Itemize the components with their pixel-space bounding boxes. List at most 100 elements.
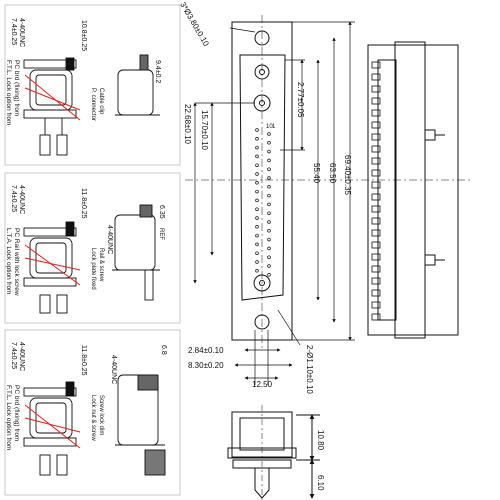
contact-tooth xyxy=(371,145,381,153)
panel-3-size: 11.8±0.25 xyxy=(80,345,87,376)
pin-hole xyxy=(267,132,271,136)
panel-3-side-note-2: Screw lock dim xyxy=(98,395,104,435)
contact-tooth xyxy=(371,313,381,321)
pin-hole xyxy=(255,216,259,220)
contact-tooth xyxy=(371,229,381,237)
contact-tooth xyxy=(371,217,381,225)
left-panels: 7.4±0.25 4-40UNC 10.8±0.25 F.T.L. Lock o… xyxy=(4,4,181,496)
panel-2-size: 11.8±0.25 xyxy=(80,188,87,219)
contact-tooth xyxy=(371,85,381,93)
dim-holes: 3*Ø3.80±0.10 xyxy=(178,1,211,49)
panel-1-red-line xyxy=(24,74,81,121)
panel-1-note-1: F.T.L. Lock option from xyxy=(5,60,12,125)
dimension-lines xyxy=(193,21,355,385)
panel-3-note-2: PC brd (fixing) from xyxy=(13,385,20,441)
pin-hole xyxy=(255,181,259,185)
pin-hole xyxy=(255,242,259,247)
panel-2-side-dim-1: 6.35 xyxy=(158,205,165,219)
dim-span-55: 55.40 xyxy=(312,163,321,184)
panel-2-note-1: L.T.A. Lock option from xyxy=(5,228,12,294)
panel-3: 7.4±0.25 4-40UNC 11.8±0.25 F.T.L. Lock o… xyxy=(5,342,167,476)
panel-frame-3 xyxy=(4,329,181,496)
contact-tooth xyxy=(371,265,381,273)
contact-tooth xyxy=(371,121,381,129)
panel-3-nut: 7.4±0.25 xyxy=(10,342,17,369)
front-shell xyxy=(239,54,286,301)
pin-hole xyxy=(267,246,271,251)
pin-hole xyxy=(267,255,271,259)
pin-hole xyxy=(255,260,259,264)
pin-hole xyxy=(267,220,271,224)
dim-body-width: 22.68±0.10 xyxy=(183,104,192,145)
contact-tooth xyxy=(371,169,381,177)
panel-2-red-line-2 xyxy=(24,257,81,271)
pin-hole xyxy=(255,225,259,229)
side-teeth xyxy=(371,61,381,321)
panel-3-red-line-2 xyxy=(24,417,81,433)
panel-1-side-dim: 9.4±0.2 xyxy=(154,60,161,83)
contact-tooth xyxy=(371,241,381,249)
dim-pin-dia: 2-Ø1.10±0.10 xyxy=(305,345,314,394)
contact-tooth xyxy=(371,301,381,309)
pin-label-10: 10 xyxy=(266,124,273,130)
dim-bottom-width: 12.50 xyxy=(252,380,273,389)
panel-2-red-line xyxy=(24,244,81,286)
contact-tooth xyxy=(371,97,381,105)
panel-3-note-1: F.T.L. Lock option from xyxy=(5,385,12,450)
pin-hole xyxy=(255,163,259,167)
pin-hole xyxy=(267,158,271,163)
contact-tooth xyxy=(371,289,381,297)
contact-tooth xyxy=(371,205,381,213)
panel-1-nut: 7.4±0.25 xyxy=(10,18,17,45)
pin-hole xyxy=(267,229,271,233)
panel-1-thread: 4-40UNC xyxy=(18,18,25,47)
panel-1: 7.4±0.25 4-40UNC 10.8±0.25 F.T.L. Lock o… xyxy=(5,18,161,156)
pin-hole xyxy=(255,128,259,132)
coax-a3-inner xyxy=(259,280,265,286)
panel-3-connector xyxy=(23,381,77,476)
panel-2-side-note-2: Rail & screw xyxy=(98,248,104,282)
panel-3-side xyxy=(115,374,166,476)
panel-2-side-dim-2: REF xyxy=(158,228,164,240)
panel-3-side-dim-1: 4-40UNC xyxy=(110,355,117,384)
contact-tooth xyxy=(371,157,381,165)
pin-hole xyxy=(255,154,259,159)
pin-hole xyxy=(267,273,271,277)
panel-1-side xyxy=(115,54,160,116)
dim-overall: 69.40±0.35 xyxy=(343,155,352,196)
panel-2-side-note-1: Lock plate fixed xyxy=(90,248,96,290)
pin-hole xyxy=(267,185,271,189)
contact-tooth xyxy=(371,61,381,69)
contact-tooth xyxy=(371,133,381,141)
front-view: 1 10 xyxy=(185,15,470,350)
pin-hole xyxy=(255,198,259,203)
pin-hole xyxy=(255,251,259,255)
pin-hole xyxy=(267,264,271,268)
dim-row-offset: 8.30±0.20 xyxy=(188,361,224,370)
dim-pin-pitch: 2.84±0.10 xyxy=(188,346,224,355)
pin-hole xyxy=(255,189,259,194)
pin-hole xyxy=(255,269,259,273)
panel-3-side-dim-2: 6.8 xyxy=(160,345,167,355)
panel-2-side xyxy=(112,204,160,301)
panel-2-side-dim-3: 4-40UNC xyxy=(106,225,113,254)
panel-2: 7.4±0.25 4-40UNC 11.8±0.25 L.T.A. Lock o… xyxy=(5,185,165,314)
pin-hole xyxy=(255,233,259,238)
panel-1-side-note-2: Cable clip xyxy=(98,88,104,115)
pin-hole xyxy=(267,202,271,207)
pin-hole xyxy=(267,141,271,145)
pin-hole xyxy=(267,149,271,154)
contact-tooth xyxy=(371,73,381,81)
panel-2-nut: 7.4±0.25 xyxy=(10,185,17,212)
pin-hole xyxy=(255,207,259,211)
pin-hole xyxy=(255,145,259,150)
dim-bottom-height: 10.80 xyxy=(316,430,325,451)
dim-pitch-top: 2.77±0.05 xyxy=(296,82,305,118)
panel-2-thread: 4-40UNC xyxy=(18,185,25,214)
contact-tooth xyxy=(371,181,381,189)
dim-width-pins: 15.70±0.10 xyxy=(200,110,209,151)
panel-1-note-2: PC brd (fixing) from xyxy=(13,60,20,116)
pin-hole xyxy=(255,137,259,141)
dim-bottom-pinlen: 6.10 xyxy=(316,475,325,491)
